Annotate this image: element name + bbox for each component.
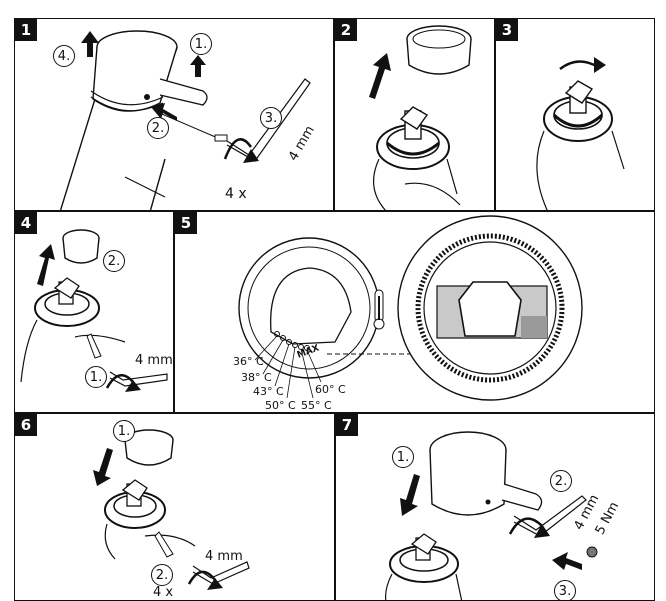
callout-2: 2. (151, 564, 173, 586)
step-5-panel: 5 36° C 38° C 43° C 50° C (174, 211, 655, 413)
step-6-panel: 6 1. 2. 4 mm 4 x (14, 413, 335, 601)
temp-label-36: 36° C (233, 355, 264, 368)
step-number: 7 (336, 414, 358, 436)
callout-4: 4. (53, 45, 75, 67)
step-number: 5 (175, 212, 197, 234)
step-5-illustration (238, 215, 583, 401)
callout-1: 1. (190, 33, 212, 55)
callout-1: 1. (392, 446, 414, 468)
step-6-illustration (93, 429, 250, 590)
temp-label-60: 60° C (315, 383, 346, 396)
step-1-panel: 1 4. 1. 2. 3. 4 mm 4 x (14, 18, 334, 211)
temp-label-50: 50° C (265, 399, 296, 412)
step-3-illustration (536, 57, 625, 210)
step-7-illustration (385, 431, 598, 600)
step-number: 6 (15, 414, 37, 436)
callout-1: 1. (85, 366, 107, 388)
step-number: 3 (496, 19, 518, 41)
temp-label-43: 43° C (253, 385, 284, 398)
step-1-illustration (59, 30, 311, 210)
callout-2: 2. (147, 117, 169, 139)
callout-3: 3. (554, 580, 576, 600)
callout-3: 3. (260, 107, 282, 129)
step-2-panel: 2 (334, 18, 495, 211)
step-3-panel: 3 (495, 18, 655, 211)
step-4-panel: 4 2. 1. 4 mm (14, 211, 174, 413)
callout-2: 2. (550, 470, 572, 492)
repeat-count-label: 4 x (153, 585, 174, 600)
repeat-count-label: 4 x (225, 186, 247, 202)
step-7-panel: 7 1. 2. 3. 4 mm 5 Nm (335, 413, 655, 601)
tool-size-label: 4 mm (135, 353, 173, 368)
step-number: 1 (15, 19, 37, 41)
tool-size-label: 4 mm (205, 549, 243, 564)
temp-label-55: 55° C (301, 399, 332, 412)
callout-2: 2. (103, 250, 125, 272)
temp-label-38: 38° C (241, 371, 272, 384)
step-number: 2 (335, 19, 357, 41)
step-4-illustration (20, 229, 168, 392)
callout-1: 1. (113, 420, 135, 442)
step-number: 4 (15, 212, 37, 234)
step-2-illustration (369, 25, 472, 210)
